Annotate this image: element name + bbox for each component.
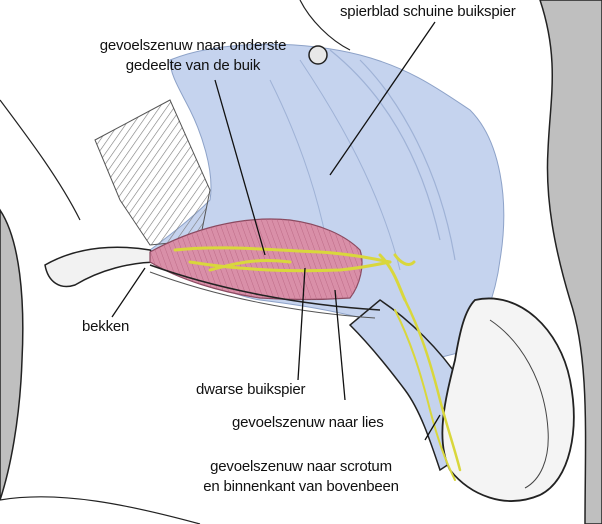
label-abdominal-oblique: spierblad schuine buikspier	[340, 3, 516, 20]
label-lower-abdomen-nerve-line1: gevoelszenuw naar onderste	[99, 37, 287, 54]
leader-lines	[111, 21, 441, 441]
body-silhouette-right	[539, 0, 602, 524]
striated-muscle	[94, 99, 211, 246]
pelvis-bone	[44, 246, 162, 288]
nerves	[173, 246, 462, 481]
label-lower-abdomen-nerve-line2: gedeelte van de buik	[125, 57, 261, 74]
scrotum	[441, 297, 575, 502]
label-transverse-muscle: dwarse buikspier	[196, 381, 306, 398]
label-groin-nerve: gevoelszenuw naar lies	[232, 414, 384, 431]
label-scrotum-nerve-line2: en binnenkant van bovenbeen	[203, 478, 399, 495]
label-pelvis: bekken	[82, 318, 130, 335]
label-scrotum-nerve-line1: gevoelszenuw naar scrotum	[210, 458, 392, 475]
body-silhouette-left	[0, 208, 24, 501]
